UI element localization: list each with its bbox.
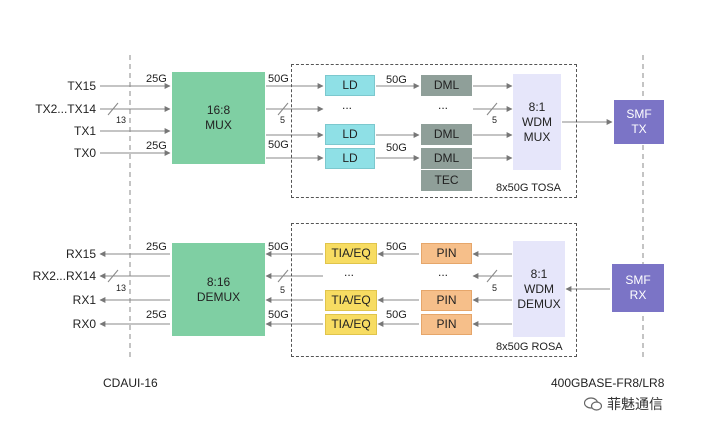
pin-bus-width: 5 [492, 283, 498, 293]
rx15-label: RX15 [65, 247, 96, 261]
demux-bus-slash [277, 269, 289, 283]
pin-block-3: PIN [421, 290, 472, 311]
ld-dml-rate-4: 50G [386, 142, 407, 154]
ld-block-1: LD [325, 75, 375, 96]
pin-tia-rate-4: 50G [386, 309, 407, 321]
ld-block-3: LD [325, 124, 375, 145]
dml-bus-width: 5 [492, 115, 498, 125]
smf-tx-block: SMF TX [614, 100, 664, 144]
tia-eq-block-3: TIA/EQ [325, 290, 377, 311]
pin-ellipsis: ... [438, 265, 449, 279]
watermark: 菲魅通信 [583, 394, 663, 414]
demux-8-16-block: 8:16 DEMUX [172, 243, 265, 336]
dml-bus-slash [486, 102, 498, 116]
cdaui-16-label: CDAUI-16 [103, 376, 158, 390]
watermark-text: 菲魅通信 [607, 397, 663, 413]
400gbase-fr8-lr8-label: 400GBASE-FR8/LR8 [551, 376, 665, 390]
pin-block-4: PIN [421, 314, 472, 335]
tia-eq-block-4: TIA/EQ [325, 314, 377, 335]
mux-bus-width: 5 [280, 115, 286, 125]
smf-rx-block: SMF RX [612, 264, 664, 312]
pin-block-1: PIN [421, 243, 472, 264]
rx-bus-slash [107, 269, 119, 283]
demux-in-rate-1: 50G [268, 241, 289, 253]
wdm-demux-block: 8:1 WDM DEMUX [513, 241, 565, 337]
tx0-rate: 25G [146, 140, 167, 152]
tx-bus-width: 13 [116, 115, 127, 125]
tx1-label: TX1 [73, 124, 96, 138]
ld-block-4: LD [325, 148, 375, 169]
wdm-rx-bus-slash [486, 269, 498, 283]
tx15-rate: 25G [146, 73, 167, 85]
wechat-icon [583, 397, 603, 411]
rx1-label: RX1 [72, 293, 96, 307]
tx2-14-label: TX2...TX14 [35, 102, 96, 116]
mux-out-rate-1: 50G [268, 73, 289, 85]
rx-bus-width: 13 [116, 283, 127, 293]
dml-block-1: DML [421, 75, 472, 96]
mux-16-8-block: 16:8 MUX [172, 72, 265, 164]
rx15-rate: 25G [146, 241, 167, 253]
tx15-label: TX15 [67, 79, 96, 93]
tosa-module-box [291, 64, 577, 198]
rx0-label: RX0 [72, 317, 96, 331]
dml-ellipsis: ... [438, 98, 449, 112]
tia-ellipsis: ... [344, 265, 355, 279]
mux-out-rate-4: 50G [268, 139, 289, 151]
dml-block-4: DML [421, 148, 472, 169]
tec-block: TEC [421, 170, 472, 191]
tosa-module-label: 8x50G TOSA [496, 182, 562, 194]
demux-in-rate-4: 50G [268, 309, 289, 321]
ld-dml-rate-1: 50G [386, 74, 407, 86]
ld-ellipsis: ... [342, 98, 353, 112]
wdm-mux-block: 8:1 WDM MUX [513, 74, 561, 170]
tx-bus-slash [107, 102, 119, 116]
tia-eq-block-1: TIA/EQ [325, 243, 377, 264]
mux-bus-slash [277, 102, 289, 116]
demux-bus-width: 5 [280, 285, 286, 295]
rx0-rate: 25G [146, 309, 167, 321]
dml-block-3: DML [421, 124, 472, 145]
tx0-label: TX0 [73, 146, 96, 160]
rx2-14-label: RX2...RX14 [32, 269, 96, 283]
pin-tia-rate-1: 50G [386, 241, 407, 253]
rosa-module-label: 8x50G ROSA [496, 341, 563, 353]
rosa-module-box [291, 223, 577, 357]
